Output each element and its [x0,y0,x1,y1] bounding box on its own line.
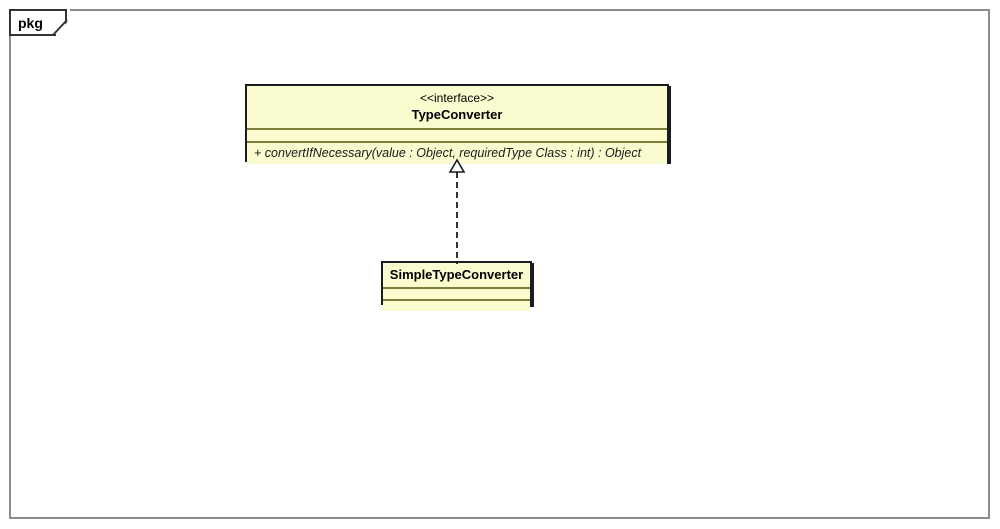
node-header-simple-type-converter: SimpleTypeConverter [383,263,530,288]
node-header-type-converter: <<interface>> TypeConverter [247,86,667,129]
attributes-compartment-simple-type-converter [383,289,530,300]
attributes-compartment-type-converter [247,130,667,142]
stereotype-label: <<interface>> [419,91,495,105]
compartment-separator [247,128,667,131]
compartment-separator [247,141,667,144]
operation-signature: + convertIfNecessary(value : Object, req… [254,146,642,161]
uml-node-type-converter[interactable]: <<interface>> TypeConverter + convertIfN… [245,84,669,165]
class-name-label: SimpleTypeConverter [389,267,524,282]
class-name-label: TypeConverter [411,107,503,122]
uml-node-simple-type-converter[interactable]: SimpleTypeConverter [381,261,532,312]
package-tab-label: pkg [18,14,43,31]
operations-compartment-simple-type-converter [383,301,530,312]
package-tab-bottom-edge [9,34,56,36]
compartment-separator [383,287,530,290]
compartment-separator [383,299,530,302]
package-frame [9,9,990,519]
operations-compartment-type-converter: + convertIfNecessary(value : Object, req… [247,143,667,165]
